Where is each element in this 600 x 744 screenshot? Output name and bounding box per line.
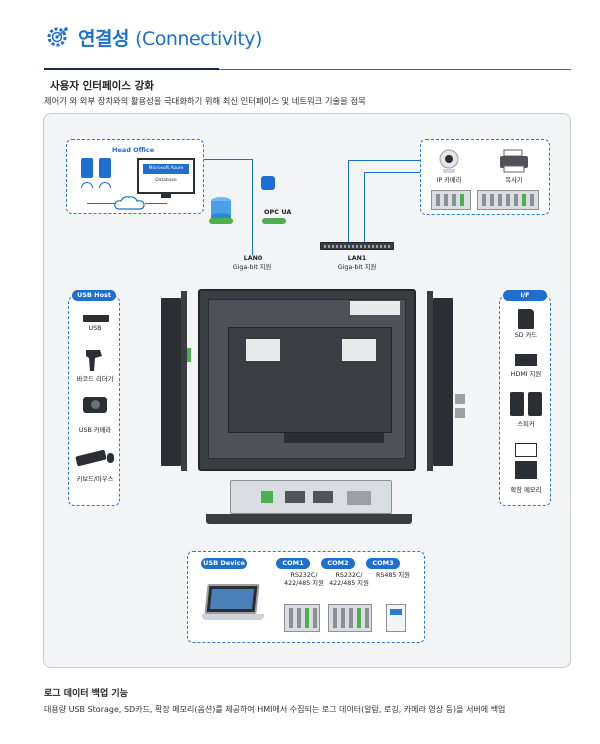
io-box: SD 카드 HDMI 지원 스피커 확장 메모리 [499, 296, 551, 506]
hmi-bottom-view [230, 480, 392, 514]
wire-switch-b-h [364, 172, 420, 173]
mouse-icon [107, 453, 114, 463]
usb-label: USB [88, 325, 102, 332]
opc-ua-label: OPC UA [264, 208, 292, 216]
smartphone-android-icon [81, 158, 93, 178]
com3-desc: RS485 지원 [376, 572, 410, 579]
expansion-memory-label: 확장 메모리 [510, 487, 542, 494]
hmi-side-left-bezel [181, 291, 187, 471]
speaker-icon [528, 392, 542, 416]
usb-camera-label: USB 카메라 [78, 427, 112, 434]
copier-icon [500, 149, 528, 173]
usb-camera-icon [83, 397, 107, 413]
hmi-rear-view [198, 289, 416, 471]
page-title: 연결성 (Connectivity) [78, 27, 262, 50]
wire-switch-up-a [348, 160, 349, 242]
io-title: I/F [503, 290, 547, 301]
laptop-icon [204, 584, 260, 614]
hdmi-label: HDMI 지원 [510, 371, 542, 378]
com2-desc: RS232C/422/485 지원 [329, 572, 369, 587]
network-devices-box: IP 카메라 복사기 [420, 139, 550, 215]
keyboard-icon [75, 449, 107, 467]
footer-description: 대용량 USB Storage, SD카드, 확장 메모리(옵션)를 제공하여 … [44, 705, 506, 714]
com1-device-icon [284, 604, 320, 632]
speaker-label: 스피커 [517, 421, 535, 428]
sd-card-icon [518, 309, 534, 329]
opc-status-icon [262, 218, 286, 224]
cloud-link-right [145, 203, 167, 204]
title-row: 연결성 (Connectivity) [44, 22, 262, 52]
wire-switch-up-b [364, 172, 365, 242]
com2-title: COM2 [321, 558, 355, 569]
expansion-memory-icon [515, 461, 537, 479]
smartphone-apple-icon [99, 158, 111, 178]
monitor-icon: Microsoft Azure Database [137, 158, 195, 194]
usb-stick-icon [83, 315, 109, 322]
hdmi-icon [515, 354, 537, 366]
usb-device-title: USB Device [201, 558, 247, 569]
wire-ho-lan0-h [204, 159, 253, 160]
usb-host-title: USB Host [72, 290, 116, 301]
plc-rack-icon [431, 190, 471, 210]
azure-banner: Microsoft Azure [143, 164, 189, 174]
cloud-link-left [87, 203, 115, 204]
memory-chip-icon [515, 443, 537, 457]
lan1-desc: Giga-bit 지원 [337, 264, 377, 271]
db-status-icon [209, 218, 233, 224]
copier-label: 복사기 [505, 177, 523, 184]
lan0-desc: Giga-bit 지원 [232, 264, 272, 271]
title-rule-dark [44, 68, 219, 70]
title-rule-light [219, 68, 571, 70]
monitor-stand [161, 194, 171, 198]
com1-desc: RS232C/422/485 지원 [284, 572, 324, 587]
cloud-icon [114, 196, 145, 210]
barcode-reader-label: 바코드 리더기 [76, 376, 114, 383]
plc-rack-icon [477, 190, 539, 210]
hmi-side-left-view [161, 298, 191, 466]
network-switch-icon [320, 242, 394, 250]
com1-title: COM1 [276, 558, 310, 569]
connectivity-diagram-panel: Head Office Microsoft Azure Database OPC… [43, 113, 571, 668]
intro-description: 제어기 외 외부 장치와의 활용성을 극대화하기 위해 최신 인터페이스 및 네… [44, 96, 366, 106]
hmi-side-right-view [433, 298, 465, 466]
speaker-icon [510, 392, 524, 416]
keyboard-mouse-label: 키보드/마우스 [76, 476, 114, 483]
lan0-label: LAN0 [243, 255, 263, 262]
barcode-reader-icon [86, 350, 102, 371]
wifi-icon [99, 182, 111, 188]
lan1-label: LAN1 [347, 255, 367, 262]
footer-heading: 로그 데이터 백업 기능 [44, 689, 128, 699]
com3-device-icon [386, 604, 406, 632]
intro-heading: 사용자 인터페이스 강화 [50, 80, 154, 92]
database-text: Database [155, 178, 177, 183]
wifi-icon [81, 182, 93, 188]
wire-ho-lan0-v [252, 159, 253, 255]
hmi-bottom-bezel [206, 514, 412, 524]
com2-device-icon [328, 604, 372, 632]
ip-camera-icon [439, 149, 459, 173]
head-office-box: Head Office Microsoft Azure Database [66, 139, 204, 214]
sd-card-label: SD 카드 [514, 332, 538, 339]
hmi-side-right-bezel [427, 291, 433, 471]
com3-title: COM3 [366, 558, 400, 569]
head-office-label: Head Office [112, 146, 155, 154]
usb-host-box: USB 바코드 리더기 USB 카메라 키보드/마우스 [68, 296, 120, 506]
wire-switch-a-h [348, 160, 420, 161]
ip-camera-label: IP 카메라 [436, 177, 462, 184]
cloud-service-icon [261, 176, 275, 190]
gear-network-icon [47, 27, 68, 47]
laptop-base [202, 614, 264, 620]
